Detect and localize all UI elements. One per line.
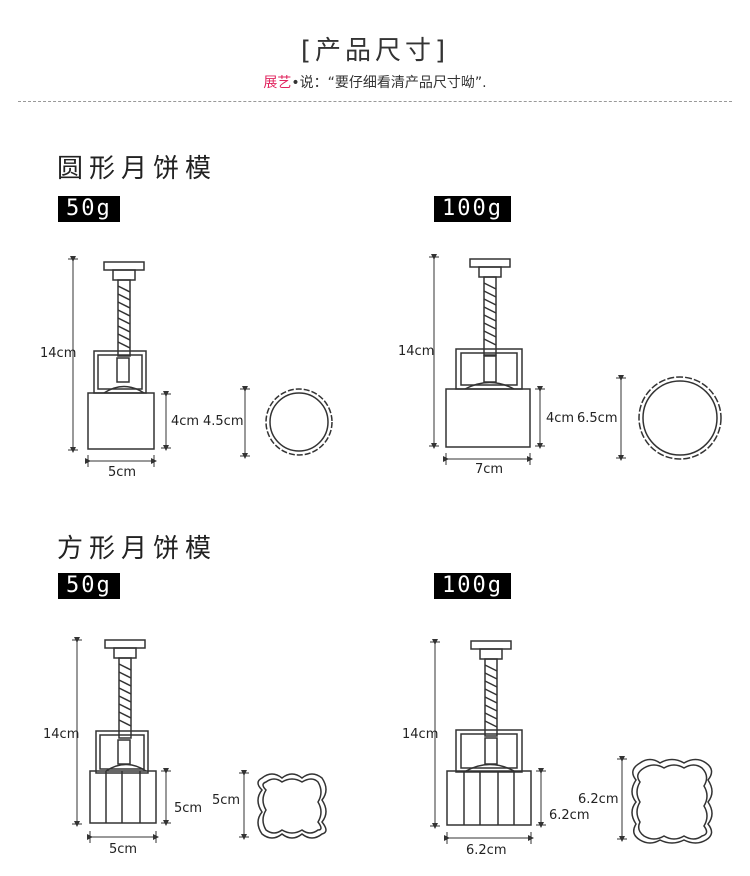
- square-small-weight-badge: 50g: [58, 573, 120, 599]
- round-large-diameter-label: 6.5cm: [577, 411, 618, 426]
- round-small-weight-badge: 50g: [58, 196, 120, 222]
- square-large-width-label: 6.2cm: [466, 843, 507, 858]
- square-large-side-label: 6.2cm: [578, 792, 619, 807]
- round-large-mold-outline: [638, 376, 722, 460]
- subtitle-quote: •说：“要仔细看清产品尺寸呦”.: [291, 75, 487, 91]
- brand-name: 展艺: [263, 75, 292, 91]
- round-large-mold: [445, 258, 531, 448]
- round-large-width-label: 7cm: [475, 462, 504, 477]
- square-large-mold: [446, 640, 532, 826]
- round-small-mold: [87, 261, 155, 450]
- square-small-dimensions: [72, 637, 249, 843]
- square-section-heading: 方形月饼模: [57, 534, 218, 564]
- round-small-diameter-label: 4.5cm: [203, 414, 244, 429]
- square-small-depth-label: 5cm: [174, 801, 203, 816]
- square-large-height-label: 14cm: [402, 727, 439, 742]
- round-small-height-label: 14cm: [40, 346, 77, 361]
- square-small-height-label: 14cm: [43, 727, 80, 742]
- round-small-depth-label: 4cm: [171, 414, 200, 429]
- round-large-dimensions: [429, 254, 626, 465]
- square-large-depth-label: 6.2cm: [549, 808, 590, 823]
- round-large-weight-badge: 100g: [434, 196, 511, 222]
- square-large-dimensions: [430, 639, 627, 844]
- header-divider: [18, 101, 732, 102]
- round-large-height-label: 14cm: [398, 344, 435, 359]
- square-large-weight-badge: 100g: [434, 573, 511, 599]
- round-small-dimensions: [68, 256, 250, 467]
- round-small-mold-outline: [265, 388, 333, 456]
- round-section-heading: 圆形月饼模: [57, 154, 218, 184]
- square-large-mold-outline: [631, 758, 713, 844]
- square-small-mold: [89, 639, 157, 824]
- square-small-width-label: 5cm: [109, 842, 138, 857]
- page-title: [产品尺寸]: [300, 36, 450, 66]
- square-small-mold-outline: [257, 773, 327, 839]
- round-large-depth-label: 4cm: [546, 411, 575, 426]
- round-small-width-label: 5cm: [108, 465, 137, 480]
- page-subtitle: 展艺•说：“要仔细看清产品尺寸呦”.: [0, 72, 750, 92]
- square-small-side-label: 5cm: [212, 793, 241, 808]
